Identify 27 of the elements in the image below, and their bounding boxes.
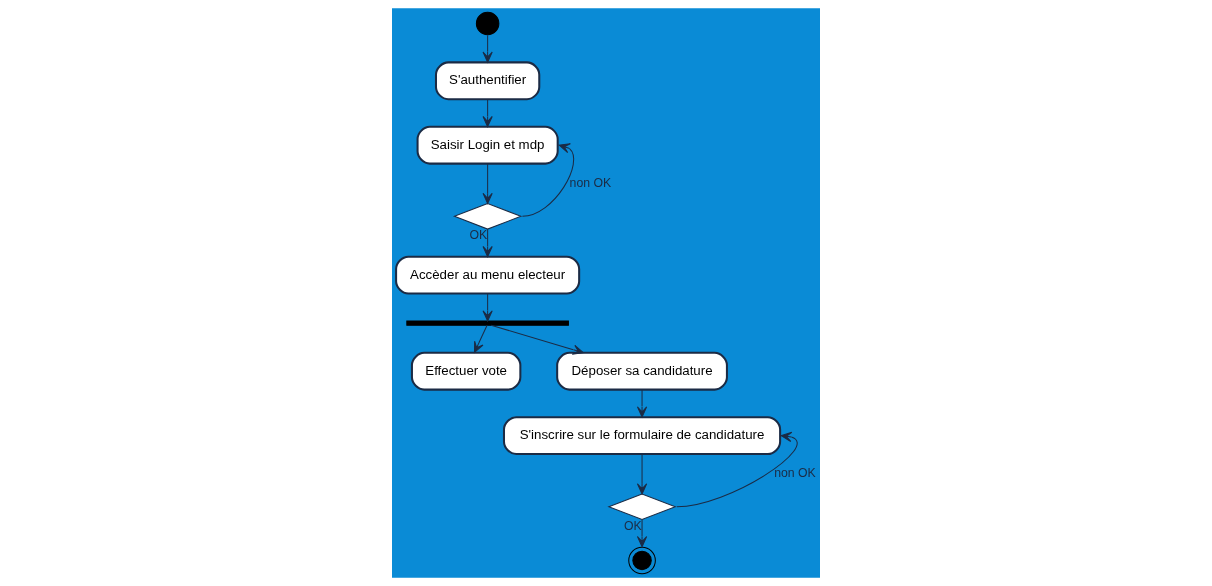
arrow <box>636 453 648 495</box>
node-box: Effectuer vote <box>410 351 522 391</box>
arrow <box>482 228 493 258</box>
edge-label: OK <box>469 228 488 243</box>
arrow <box>521 143 575 217</box>
arrow <box>490 324 584 355</box>
arrow <box>473 324 488 353</box>
arrow <box>482 163 493 204</box>
node-box: Accèder au menu electeur <box>395 255 581 295</box>
arrow <box>482 293 493 322</box>
node-diamond <box>452 202 523 230</box>
node-bar <box>406 320 569 326</box>
arrow <box>636 519 648 548</box>
node-box: S'authentifier <box>434 61 541 101</box>
arrow <box>482 34 493 63</box>
arrow <box>636 389 648 418</box>
node-diamond <box>607 493 677 521</box>
arrow <box>676 431 798 508</box>
node-box: S'inscrire sur le formulaire de candidature <box>502 416 782 456</box>
node-box: Saisir Login et mdp <box>416 125 559 165</box>
edge-label: OK <box>623 518 642 533</box>
arrow <box>482 99 493 128</box>
edge-label: non OK <box>569 175 612 190</box>
node-box: Déposer sa candidature <box>556 351 728 391</box>
edge-label: non OK <box>774 466 816 481</box>
node-circle <box>475 11 500 36</box>
node-bullseye <box>628 546 656 575</box>
